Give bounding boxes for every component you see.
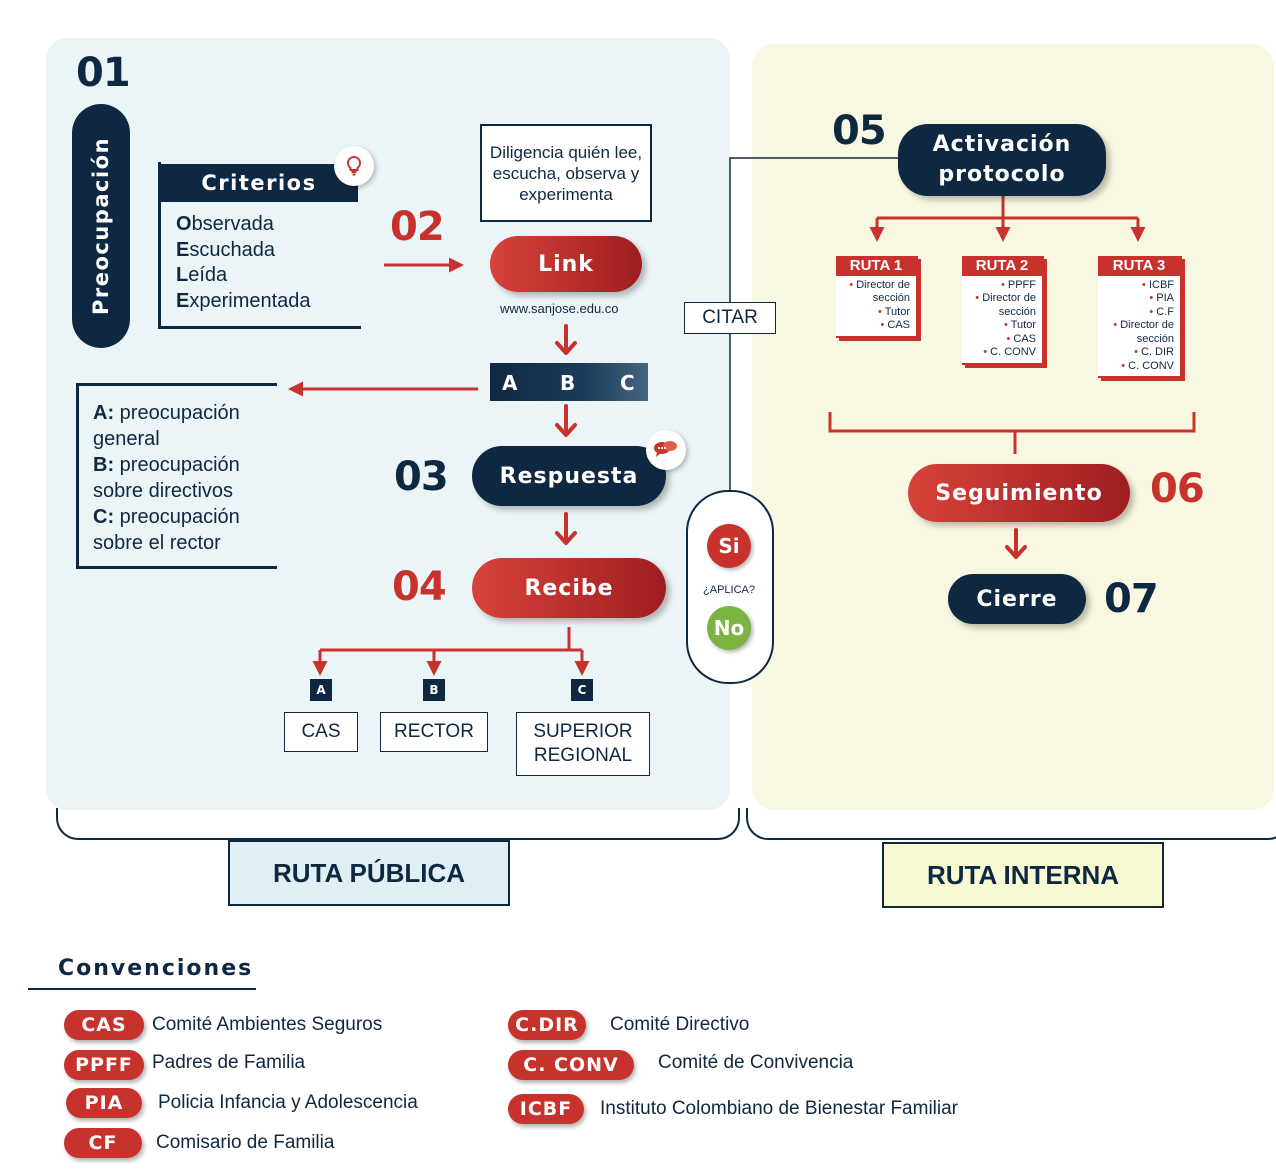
convenciones-underline: [28, 988, 256, 990]
legend-text-cdir: Comité Directivo: [610, 1014, 750, 1035]
ruta-item: Director de sección: [840, 279, 910, 306]
internal-route-bracket: [746, 808, 1276, 840]
legend-tag-cf: CF: [64, 1128, 142, 1158]
legend-tag-icbf: ICBF: [508, 1094, 584, 1124]
abc-descriptions: A: preocupación general B: preocupación …: [93, 400, 283, 556]
ruta-item: C. CONV: [1102, 360, 1174, 374]
abc-letter-c: C: [620, 371, 635, 395]
dest-superior-regional: SUPERIOR REGIONAL: [516, 712, 650, 776]
abc-letter-a: A: [502, 371, 518, 395]
criterio-item: Escuchada: [176, 238, 275, 261]
legend-text-cas: Comité Ambientes Seguros: [152, 1014, 383, 1035]
criterio-item: Leída: [176, 264, 228, 286]
abc-desc-a: A: preocupación general: [93, 402, 240, 450]
step-01-number: 01: [76, 50, 131, 96]
legend-text-pia: Policia Infancia y Adolescencia: [158, 1092, 418, 1113]
chevron-link-to-abc: [555, 324, 577, 355]
aplica-question: ¿APLICA?: [703, 584, 755, 596]
ruta-item: PPFF: [966, 279, 1036, 293]
abc-letter-b: B: [560, 371, 576, 395]
ruta-interna-label: RUTA INTERNA: [882, 842, 1164, 908]
legend-text-ppff: Padres de Familia: [152, 1052, 306, 1073]
rutas-merge-bracket: [828, 412, 1196, 454]
ruta-item: C. DIR: [1102, 346, 1174, 360]
respuesta-pill: Respuesta: [472, 446, 666, 506]
abc-desc-b: B: preocupación sobre directivos: [93, 454, 240, 502]
ruta-item: CAS: [966, 333, 1036, 347]
dest-letter-a: A: [310, 679, 332, 701]
aplica-no[interactable]: No: [707, 606, 751, 650]
dest-letter-b: B: [423, 679, 445, 701]
dest-cas: CAS: [284, 712, 358, 752]
protocol-branches: [869, 196, 1146, 242]
ruta-1-card: RUTA 1 Director de sección Tutor CAS: [836, 256, 918, 338]
preocupacion-label: Preocupación: [89, 136, 113, 316]
criterios-frame: [158, 162, 361, 329]
criterio-item: Observada: [176, 213, 274, 235]
step-05-number: 05: [832, 108, 887, 154]
aplica-decision: [686, 490, 774, 684]
ruta-item: ICBF: [1102, 279, 1174, 293]
legend-tag-pia: PIA: [66, 1088, 142, 1118]
convenciones-title: Convenciones: [58, 956, 254, 981]
criterio-item: Experimentada: [176, 289, 311, 312]
legend-text-icbf: Instituto Colombiano de Bienestar Famili…: [600, 1098, 959, 1119]
chevron-seguimiento-to-cierre: [1005, 528, 1027, 559]
ruta-item: Tutor: [840, 306, 910, 320]
criterios-title: Criterios: [160, 164, 358, 202]
dest-rector: RECTOR: [380, 712, 488, 752]
step-06-number: 06: [1150, 466, 1205, 512]
ruta-3-title: RUTA 3: [1098, 256, 1180, 276]
chat-bubbles-icon: [646, 430, 686, 470]
aplica-si[interactable]: Si: [707, 524, 751, 568]
legend-tag-ppff: PPFF: [64, 1050, 144, 1080]
public-route-bracket: [56, 808, 740, 840]
recibe-branches: [312, 627, 590, 676]
ruta-item: Tutor: [966, 319, 1036, 333]
citar-connector: [729, 157, 898, 490]
activacion-protocolo-pill: Activación protocolo: [898, 124, 1106, 196]
citar-box: CITAR: [684, 302, 776, 334]
recibe-pill: Recibe: [472, 558, 666, 618]
legend-text-cconv: Comité de Convivencia: [658, 1052, 854, 1073]
ruta-item: CAS: [840, 319, 910, 333]
ruta-item: Director de sección: [1102, 319, 1174, 346]
step-07-number: 07: [1104, 576, 1159, 622]
step-03-number: 03: [394, 454, 449, 500]
cierre-pill: Cierre: [948, 574, 1086, 624]
ruta-2-card: RUTA 2 PPFF Director de sección Tutor CA…: [962, 256, 1044, 365]
dest-letter-c: C: [571, 679, 593, 701]
legend-text-cf: Comisario de Familia: [156, 1132, 335, 1153]
criterios-list: Observada Escuchada Leída Experimentada: [176, 212, 311, 314]
ruta-3-card: RUTA 3 ICBF PIA C.F Director de sección …: [1098, 256, 1182, 378]
seguimiento-pill: Seguimiento: [908, 464, 1130, 522]
step-02-number: 02: [390, 204, 445, 250]
ruta-item: PIA: [1102, 292, 1174, 306]
diligencia-note: Diligencia quién lee, escucha, observa y…: [480, 124, 652, 222]
link-url[interactable]: www.sanjose.edu.co: [500, 301, 619, 316]
chevron-abc-to-respuesta: [555, 404, 577, 437]
ruta-item: C.F: [1102, 306, 1174, 320]
step-04-number: 04: [392, 564, 447, 610]
lightbulb-icon: [334, 146, 374, 186]
abc-bar: A B C: [490, 363, 648, 401]
preocupacion-pill: Preocupación: [72, 104, 130, 348]
ruta-publica-label: RUTA PÚBLICA: [228, 840, 510, 906]
ruta-1-title: RUTA 1: [836, 256, 916, 276]
link-pill[interactable]: Link: [490, 236, 642, 292]
abc-desc-c: C: preocupación sobre el rector: [93, 506, 240, 554]
chevron-respuesta-to-recibe: [555, 512, 577, 545]
abc-descriptions-frame: [76, 383, 277, 569]
ruta-item: C. CONV: [966, 346, 1036, 360]
legend-tag-cdir: C.DIR: [508, 1010, 586, 1040]
legend-tag-cas: CAS: [64, 1010, 144, 1040]
ruta-2-title: RUTA 2: [962, 256, 1042, 276]
legend-tag-cconv: C. CONV: [508, 1050, 634, 1080]
ruta-item: Director de sección: [966, 292, 1036, 319]
